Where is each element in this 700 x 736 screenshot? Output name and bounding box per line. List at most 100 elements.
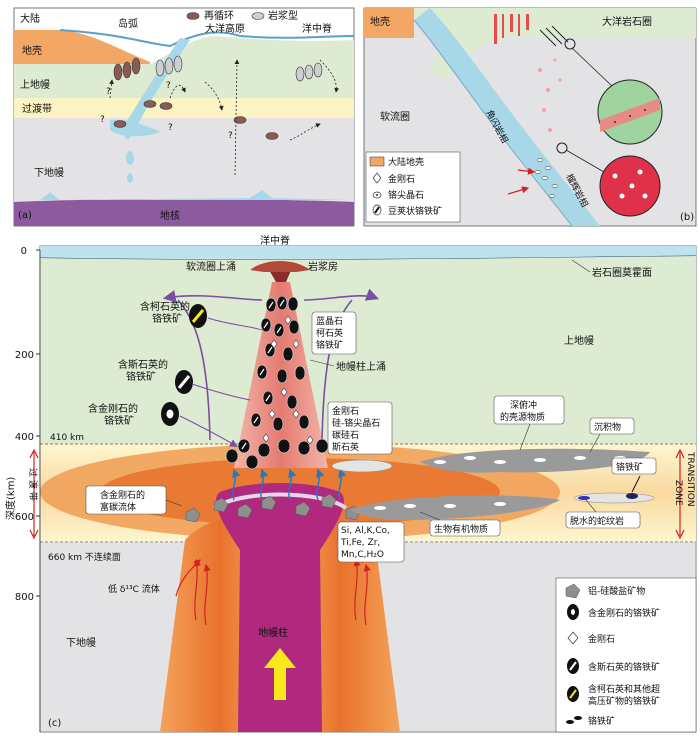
fluid-box: 含金刚石的 富碳流体	[85, 485, 167, 515]
legend-b-label-0: 大陆地壳	[388, 156, 424, 168]
legend-recycled-label: 再循环	[204, 9, 234, 22]
y-tick-0: 0	[21, 246, 27, 257]
panel-a-ridge-label: 洋中脊	[302, 22, 332, 35]
legend-b-label-3: 豆荚状铬铁矿	[388, 205, 442, 217]
panel-b-lithosphere-label: 大洋岩石圈	[602, 15, 652, 28]
panel-a-transition-zone	[14, 98, 354, 118]
stishovite-chromitite-marker	[175, 370, 193, 394]
km660-label: 660 km 不连续面	[48, 551, 121, 563]
legend-recycled-swatch	[186, 12, 200, 20]
elements-line-2: Ti,Fe, Zr,	[340, 538, 380, 548]
diamond-chromitite-label-1: 含金刚石的	[88, 402, 138, 415]
aluminosilicate-icon	[565, 583, 581, 599]
panel-a-island-arc-label: 岛弧	[118, 17, 138, 30]
panel-b-asthenosphere-label: 软流圈	[380, 110, 410, 123]
chromitite-label: 铬铁矿	[616, 461, 643, 473]
mineral-chromitite: 铬铁矿	[316, 339, 343, 351]
plume-up-arrow	[264, 648, 296, 700]
lower-minerals-box: 金刚石 硅-铬尖晶石 碳硅石 斯石英	[327, 401, 393, 455]
y-tick-400: 400	[15, 432, 34, 443]
organic-matter-body	[350, 495, 560, 520]
ridge-label: 洋中脊	[260, 234, 290, 247]
legend-c-label-4: 含柯石英和其他超	[588, 683, 660, 695]
mineral-coesite: 柯石英	[316, 327, 343, 339]
panel-c: 0 200 400 600 800 深度(km) 洋中脊 软流圈上涌 岩浆房 岩…	[4, 234, 697, 733]
moho-label: 岩石圈莫霍面	[592, 266, 652, 279]
y-tick-600: 600	[15, 512, 34, 523]
subducted-crust-label-1: 深俯冲	[510, 399, 537, 411]
legend-c-label-2: 金刚石	[588, 633, 615, 645]
y-axis-label: 深度(km)	[4, 477, 17, 520]
lower-mantle-label: 下地幔	[66, 636, 96, 649]
panel-a-lower-mantle	[14, 118, 354, 202]
legend-c-label-5: 铬铁矿	[588, 715, 615, 727]
fluid-label-2: 富碳流体	[100, 501, 136, 513]
legend-c-label-3: 含斯石英的铬铁矿	[588, 661, 660, 673]
diamond-chromitite-marker	[161, 402, 179, 426]
asthenosphere-upwelling-label: 软流圈上涌	[186, 260, 236, 273]
panel-c-tag: (c)	[48, 718, 61, 729]
panel-a-transition-label: 过渡带	[22, 102, 52, 115]
question-mark: ?	[166, 81, 171, 91]
chrome-spinel-icon	[372, 191, 382, 199]
transition-zone-en-1: TRANSITION	[685, 451, 695, 507]
subducted-crust-label-2: 的壳源物质	[500, 411, 545, 423]
elements-box: Si, Al,K,Co, Ti,Fe, Zr, Mn,C,H₂O	[337, 521, 405, 563]
coesite-chromitite-label-1: 含柯石英的	[140, 300, 190, 313]
y-tick-800: 800	[15, 592, 34, 603]
elements-line-1: Si, Al,K,Co,	[341, 526, 390, 536]
organic-box: 生物有机物质	[429, 519, 501, 537]
continental-crust-swatch	[369, 156, 385, 167]
organic-label: 生物有机物质	[434, 523, 488, 535]
fluid-label-1: 含金刚石的	[100, 489, 145, 501]
diamond-icon	[372, 172, 382, 184]
elements-line-3: Mn,C,H₂O	[341, 550, 384, 560]
legend-b-label-2: 铬尖晶石	[388, 189, 424, 201]
legend-diamond-icon	[567, 631, 579, 645]
diamond-chromitite-label-2: 铬铁矿	[104, 414, 134, 427]
stishovite-chromitite-icon	[567, 658, 579, 674]
transition-band-label: 过 渡 带	[27, 468, 39, 501]
stishovite-chromitite-label-1: 含斯石英的	[118, 358, 168, 371]
question-mark: ?	[168, 123, 173, 133]
panel-a-lower-mantle-label: 下地幔	[34, 166, 64, 179]
legend-c-label-4b: 高压矿物的铬铁矿	[588, 695, 660, 707]
subducted-crust-box: 深俯冲 的壳源物质	[493, 395, 565, 425]
plume-upwelling-label: 地幔柱上涌	[336, 360, 386, 373]
upper-mantle-label: 上地幔	[564, 334, 594, 347]
panel-b-slab	[414, 8, 600, 226]
km410-label: 410 km	[50, 433, 84, 443]
question-mark: ?	[100, 115, 105, 125]
panel-a-crust	[14, 30, 150, 64]
legend-magmatic-label: 岩浆型	[268, 9, 298, 22]
panel-b-crust-label: 地壳	[370, 15, 390, 28]
coesite-chromitite-icon	[567, 686, 579, 702]
transition-zone-en-2: ZONE	[673, 480, 683, 506]
panel-b: 地壳 大洋岩石圈 软流圈 角闪岩相 榴辉岩相 (b) 大陆地壳 金刚石 铬尖晶石…	[363, 7, 697, 227]
chromitite-icon	[566, 716, 582, 724]
panel-a-upper-mantle-label: 上地幔	[20, 78, 50, 91]
panel-a-crust-label: 地壳	[22, 44, 42, 57]
legend-c-label-0: 铝-硅酸盐矿物	[588, 585, 645, 597]
serpentinite-box: 脱水的蛇纹岩	[565, 511, 641, 529]
plume-label: 地幔柱	[258, 626, 288, 639]
question-mark: ?	[228, 131, 233, 141]
low-c-fluid-label: 低 δ¹³C 流体	[108, 583, 160, 595]
panel-a-tag: (a)	[18, 210, 32, 221]
upper-minerals-box: 蓝晶石 柯石英 铬铁矿	[311, 311, 357, 355]
podiform-chromitite-icon	[372, 204, 382, 216]
panel-b-tag: (b)	[680, 212, 694, 223]
panel-a-continent-label: 大陆	[20, 12, 40, 25]
y-tick-200: 200	[15, 350, 34, 361]
sediments-box: 沉积物	[589, 417, 635, 435]
panel-a-plateau-label: 大洋高原	[205, 22, 245, 35]
mineral-si-cr-spinel: 硅-铬尖晶石	[332, 417, 380, 429]
panel-a-core-label: 地核	[160, 209, 180, 222]
chromitite-box: 铬铁矿	[611, 457, 657, 475]
panel-b-continent-crust	[364, 8, 414, 38]
magma-chamber-label: 岩浆房	[308, 260, 338, 273]
panel-c-plume-core	[216, 483, 344, 732]
diamond-chromitite-icon	[567, 604, 579, 620]
mineral-stishovite: 斯石英	[332, 441, 359, 453]
